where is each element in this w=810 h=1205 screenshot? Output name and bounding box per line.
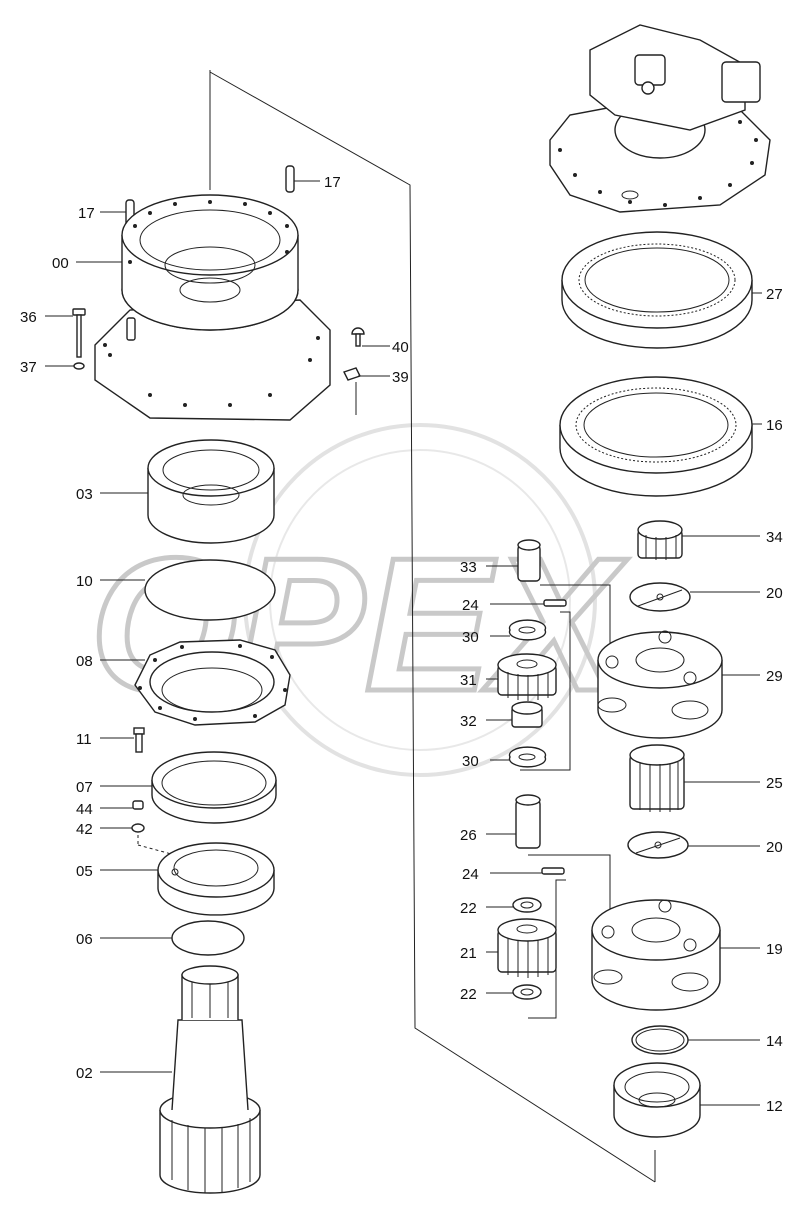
bearing-part-32 <box>511 701 543 728</box>
bracket-upper-set <box>520 584 611 771</box>
label-12: 12 <box>766 1098 783 1115</box>
label-16: 16 <box>766 417 783 434</box>
label-17-right: 17 <box>324 174 341 191</box>
pin-part-17-right <box>285 165 295 193</box>
label-33: 33 <box>460 559 477 576</box>
seal-part-07 <box>151 751 277 824</box>
label-40: 40 <box>392 339 409 356</box>
disc-part-06 <box>171 920 245 956</box>
label-00: 00 <box>52 255 69 272</box>
carrier-part-19 <box>591 899 721 1011</box>
label-03: 03 <box>76 486 93 503</box>
label-26: 26 <box>460 827 477 844</box>
washer-part-30-lower <box>508 746 547 768</box>
label-37: 37 <box>20 359 37 376</box>
label-36: 36 <box>20 309 37 326</box>
label-20-upper: 20 <box>766 585 783 602</box>
thrust-washer-part-20-upper <box>629 582 691 612</box>
pin-part-24-lower <box>541 867 565 875</box>
washer-part-22-lower <box>512 984 542 1000</box>
leader-lines <box>45 180 762 1106</box>
pin-part-33 <box>517 539 541 582</box>
label-05: 05 <box>76 863 93 880</box>
sun-gear-part-25 <box>629 744 685 812</box>
pin-part-26 <box>515 794 541 849</box>
washer-part-30-upper <box>508 619 547 641</box>
ring-gear-part-16 <box>559 376 753 497</box>
label-30-lower: 30 <box>462 753 479 770</box>
snap-ring-part-14 <box>631 1025 689 1055</box>
cover-part-05 <box>157 842 275 916</box>
bolt-part-11 <box>133 727 145 753</box>
part-number-labels: 17 17 00 36 37 40 39 03 10 08 11 07 44 4… <box>20 174 783 1115</box>
carrier-part-29 <box>597 630 723 739</box>
label-17-left: 17 <box>78 205 95 222</box>
label-34: 34 <box>766 529 783 546</box>
washer-part-42 <box>131 823 176 856</box>
bearing-part-12 <box>613 1062 701 1138</box>
label-22-lower: 22 <box>460 986 477 1003</box>
label-24-lower: 24 <box>462 866 479 883</box>
shaft-part-02 <box>159 965 261 1194</box>
label-29: 29 <box>766 668 783 685</box>
housing-part-00 <box>94 194 331 421</box>
label-10: 10 <box>76 573 93 590</box>
label-21: 21 <box>460 945 477 962</box>
label-11: 11 <box>76 731 92 748</box>
bolt-part-44 <box>132 800 144 810</box>
thrust-washer-part-20-lower <box>627 831 689 859</box>
tab-part-39 <box>343 367 361 415</box>
gear-part-34 <box>637 520 683 560</box>
shim-part-10 <box>144 559 276 621</box>
label-25: 25 <box>766 775 783 792</box>
label-08: 08 <box>76 653 93 670</box>
screw-part-40 <box>351 327 365 347</box>
label-20-lower: 20 <box>766 839 783 856</box>
label-19: 19 <box>766 941 783 958</box>
bolt-part-36 <box>72 308 86 358</box>
bearing-part-03 <box>147 439 275 544</box>
label-02: 02 <box>76 1065 93 1082</box>
label-22-upper: 22 <box>460 900 477 917</box>
pin-part-24-upper <box>543 599 567 607</box>
ring-gear-part-27 <box>561 231 753 349</box>
label-44: 44 <box>76 801 93 818</box>
label-31: 31 <box>460 672 477 689</box>
label-42: 42 <box>76 821 93 838</box>
gear-part-31 <box>497 653 557 701</box>
assembly-guide-outline <box>209 71 656 1183</box>
plate-part-08 <box>134 639 291 726</box>
label-32: 32 <box>460 713 477 730</box>
bracket-lower-set <box>528 854 611 1019</box>
label-06: 06 <box>76 931 93 948</box>
label-14: 14 <box>766 1033 783 1050</box>
label-39: 39 <box>392 369 409 386</box>
gear-part-21 <box>497 918 557 978</box>
label-07: 07 <box>76 779 93 796</box>
label-24-upper: 24 <box>462 597 479 614</box>
washer-part-22-upper <box>512 897 542 913</box>
washer-part-37 <box>73 362 85 370</box>
motor-assembly <box>549 24 771 213</box>
label-30-upper: 30 <box>462 629 479 646</box>
label-27: 27 <box>766 286 783 303</box>
